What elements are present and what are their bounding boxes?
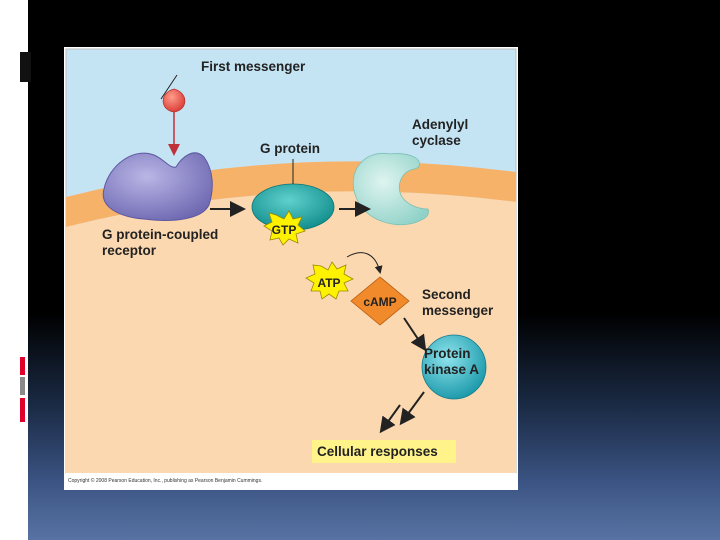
copyright-text: Copyright © 2008 Pearson Education, Inc.… xyxy=(68,478,263,484)
slide-corner-square xyxy=(20,52,31,82)
camp-label: cAMP xyxy=(363,295,396,309)
camp-to-kinase-arrow xyxy=(403,317,427,352)
first-messenger-leader xyxy=(160,74,178,100)
kinase-to-responses-arrow xyxy=(399,391,425,426)
gtp-label: GTP xyxy=(272,223,297,237)
camp-diamond xyxy=(350,276,410,326)
first-messenger-molecule xyxy=(162,88,186,113)
copyright-strip xyxy=(66,473,516,488)
signaling-diagram: GTP ATP cAMP xyxy=(65,48,517,488)
accent-bar-red-2 xyxy=(20,398,25,422)
atp-to-camp-arrow xyxy=(346,252,383,274)
accent-bar-red-1 xyxy=(20,357,25,375)
atp-burst xyxy=(305,261,354,300)
accent-bar-gray xyxy=(20,377,25,395)
first-messenger-label: First messenger xyxy=(201,59,306,74)
gtp-burst xyxy=(263,210,306,246)
atp-label: ATP xyxy=(317,276,340,290)
cellular-responses-label: Cellular responses xyxy=(317,444,438,459)
adenylyl-cyclase-label: Adenylyl cyclase xyxy=(412,117,469,148)
g-protein-label: G protein xyxy=(260,141,320,156)
protein-kinase-label: Protein kinase A xyxy=(424,346,480,377)
signaling-figure: GTP ATP cAMP First messenger G protein A… xyxy=(64,47,518,490)
protein-kinase-a xyxy=(421,334,487,400)
second-messenger-label: Second messenger xyxy=(422,287,494,318)
receptor-protein xyxy=(102,152,213,221)
kinase-to-responses-arrow-2 xyxy=(379,404,401,434)
adenylyl-cyclase xyxy=(352,152,429,226)
cytoplasm xyxy=(66,191,516,474)
receptor-label: G protein-coupled receptor xyxy=(102,227,219,258)
slide-left-strip xyxy=(0,0,28,540)
cellular-responses-box xyxy=(312,440,456,463)
